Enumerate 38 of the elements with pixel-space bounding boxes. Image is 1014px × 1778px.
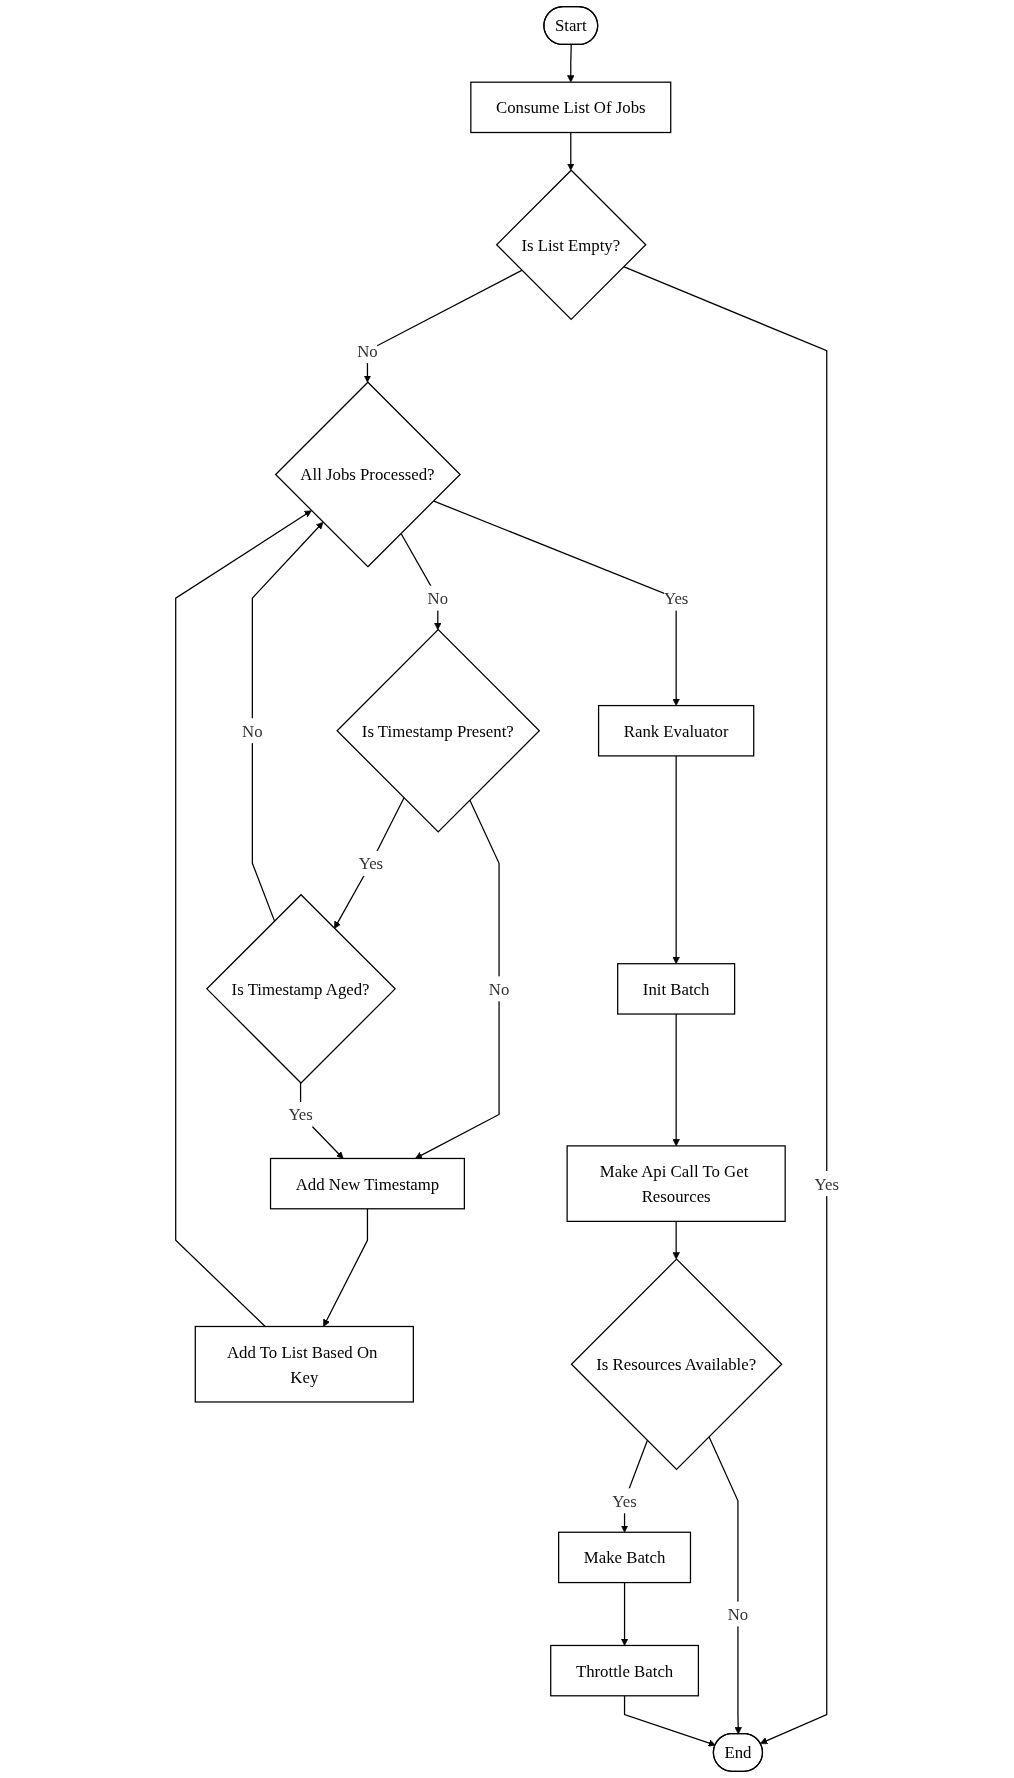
edge-label: No bbox=[356, 341, 378, 361]
arrow bbox=[672, 1220, 680, 1260]
edge-label: Yes bbox=[814, 1174, 839, 1193]
node-box: Make Batch bbox=[557, 1531, 691, 1584]
node-diamond: Is Timestamp Aged? bbox=[205, 893, 396, 1084]
arrow bbox=[672, 755, 680, 965]
node-diamond: All Jobs Processed? bbox=[274, 381, 461, 568]
node-box: Make Api Call To Get Resources bbox=[566, 1145, 786, 1222]
node-box: Consume List Of Jobs bbox=[469, 81, 672, 134]
arrow bbox=[566, 131, 575, 171]
node-box: Rank Evaluator bbox=[597, 704, 754, 757]
arrow bbox=[620, 1581, 628, 1646]
node-diamond: Is Timestamp Present? bbox=[335, 628, 540, 833]
edge-label: Yes bbox=[663, 588, 689, 608]
node-diamond: Is Resources Available? bbox=[570, 1258, 783, 1471]
edge-label: Yes bbox=[612, 1491, 637, 1511]
edge-label: Yes bbox=[288, 1105, 313, 1124]
node-box: Add New Timestamp bbox=[269, 1157, 465, 1210]
arrow bbox=[333, 797, 405, 929]
arrow bbox=[363, 269, 523, 383]
arrow bbox=[174, 510, 312, 1328]
edge-label: No bbox=[488, 979, 509, 999]
arrow bbox=[672, 1013, 680, 1147]
edge-label: No bbox=[427, 588, 448, 608]
node-diamond: Is List Empty? bbox=[495, 169, 647, 321]
arrow bbox=[432, 500, 680, 706]
arrow bbox=[707, 1435, 742, 1735]
edge-label: No bbox=[241, 721, 263, 740]
edge-label: No bbox=[727, 1604, 748, 1624]
arrow bbox=[322, 1208, 368, 1327]
arrow bbox=[414, 799, 500, 1159]
node-box: Throttle Batch bbox=[549, 1644, 699, 1697]
node-box: Add To List Based On Key bbox=[194, 1325, 414, 1403]
arrow bbox=[623, 1695, 716, 1747]
arrow bbox=[566, 44, 575, 83]
arrow bbox=[251, 521, 323, 922]
edge-label: Yes bbox=[358, 854, 383, 873]
node-box: Init Batch bbox=[616, 963, 735, 1015]
